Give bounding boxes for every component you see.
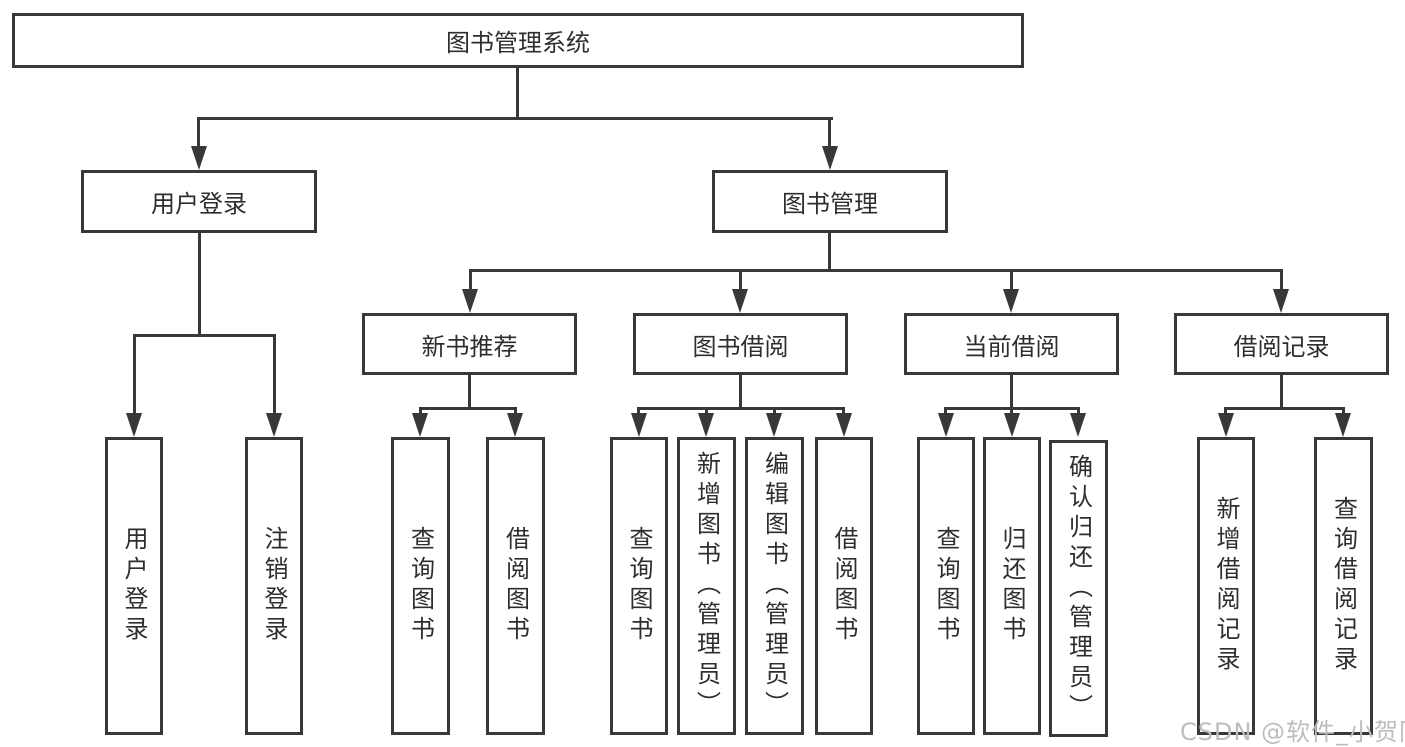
arrow-down-icon <box>1335 413 1351 437</box>
arrow-down-icon <box>1273 289 1289 313</box>
connector-vline <box>944 407 947 416</box>
connector-hline <box>419 407 517 410</box>
leaf-edit-book-admin: 编辑图书（管理员） <box>745 437 804 735</box>
arrow-down-icon <box>938 413 954 437</box>
connector-vline <box>419 407 422 416</box>
connector-vline <box>637 407 640 416</box>
connector-vline <box>828 117 831 148</box>
connector-hline <box>1224 407 1344 410</box>
arrow-down-icon <box>1003 289 1019 313</box>
node-book-management: 图书管理 <box>712 170 948 233</box>
connector-vline <box>828 233 831 271</box>
arrow-down-icon <box>732 289 748 313</box>
arrow-down-icon <box>412 413 428 437</box>
arrow-down-icon <box>698 413 714 437</box>
connector-vline <box>516 68 519 118</box>
connector-vline <box>469 269 472 291</box>
leaf-query-books-current: 查询图书 <box>917 437 975 735</box>
leaf-logout: 注销登录 <box>245 437 303 735</box>
connector-vline <box>1010 375 1013 409</box>
leaf-add-book-admin: 新增图书（管理员） <box>677 437 736 735</box>
leaf-query-books-recommend: 查询图书 <box>391 437 450 735</box>
connector-vline <box>773 407 776 416</box>
connector-vline <box>198 233 201 336</box>
arrow-down-icon <box>766 413 782 437</box>
leaf-query-borrow-record: 查询借阅记录 <box>1314 437 1373 735</box>
leaf-confirm-return-admin: 确认归还（管理员） <box>1049 440 1108 737</box>
arrow-down-icon <box>191 146 207 170</box>
arrow-down-icon <box>836 413 852 437</box>
node-current-borrowing: 当前借阅 <box>904 313 1119 375</box>
node-library-management-system: 图书管理系统 <box>12 13 1024 68</box>
connector-vline <box>842 407 845 416</box>
leaf-user-login: 用户登录 <box>105 437 163 735</box>
arrow-down-icon <box>126 413 142 437</box>
arrow-down-icon <box>1004 413 1020 437</box>
leaf-borrow-books-borrowing: 借阅图书 <box>815 437 873 735</box>
arrow-down-icon <box>631 413 647 437</box>
connector-hline <box>637 407 845 410</box>
connector-vline <box>739 375 742 409</box>
connector-vline <box>1280 375 1283 409</box>
leaf-return-books: 归还图书 <box>983 437 1041 735</box>
leaf-add-borrow-record: 新增借阅记录 <box>1197 437 1255 735</box>
arrow-down-icon <box>1218 413 1234 437</box>
connector-vline <box>273 334 276 415</box>
connector-vline <box>1342 407 1345 416</box>
node-book-borrowing: 图书借阅 <box>633 313 848 375</box>
arrow-down-icon <box>822 146 838 170</box>
leaf-query-books-borrowing: 查询图书 <box>610 437 668 735</box>
connector-vline <box>1077 407 1080 416</box>
arrow-down-icon <box>1070 413 1086 437</box>
connector-vline <box>1224 407 1227 416</box>
connector-vline <box>197 117 200 148</box>
connector-vline <box>514 407 517 416</box>
node-borrowing-records: 借阅记录 <box>1174 313 1389 375</box>
arrow-down-icon <box>266 413 282 437</box>
node-user-login: 用户登录 <box>81 170 317 233</box>
connector-hline <box>469 269 1283 272</box>
arrow-down-icon <box>462 289 478 313</box>
connector-vline <box>468 375 471 409</box>
node-new-book-recommend: 新书推荐 <box>362 313 577 375</box>
connector-vline <box>1010 407 1013 416</box>
connector-vline <box>133 334 136 415</box>
connector-hline <box>133 334 276 337</box>
connector-vline <box>705 407 708 416</box>
connector-hline <box>197 117 833 120</box>
connector-vline <box>1010 269 1013 291</box>
arrow-down-icon <box>507 413 523 437</box>
leaf-borrow-books-recommend: 借阅图书 <box>486 437 545 735</box>
connector-vline <box>1280 269 1283 291</box>
csdn-watermark: CSDN @软件_小贺同学 <box>1180 718 1405 746</box>
connector-vline <box>739 269 742 291</box>
